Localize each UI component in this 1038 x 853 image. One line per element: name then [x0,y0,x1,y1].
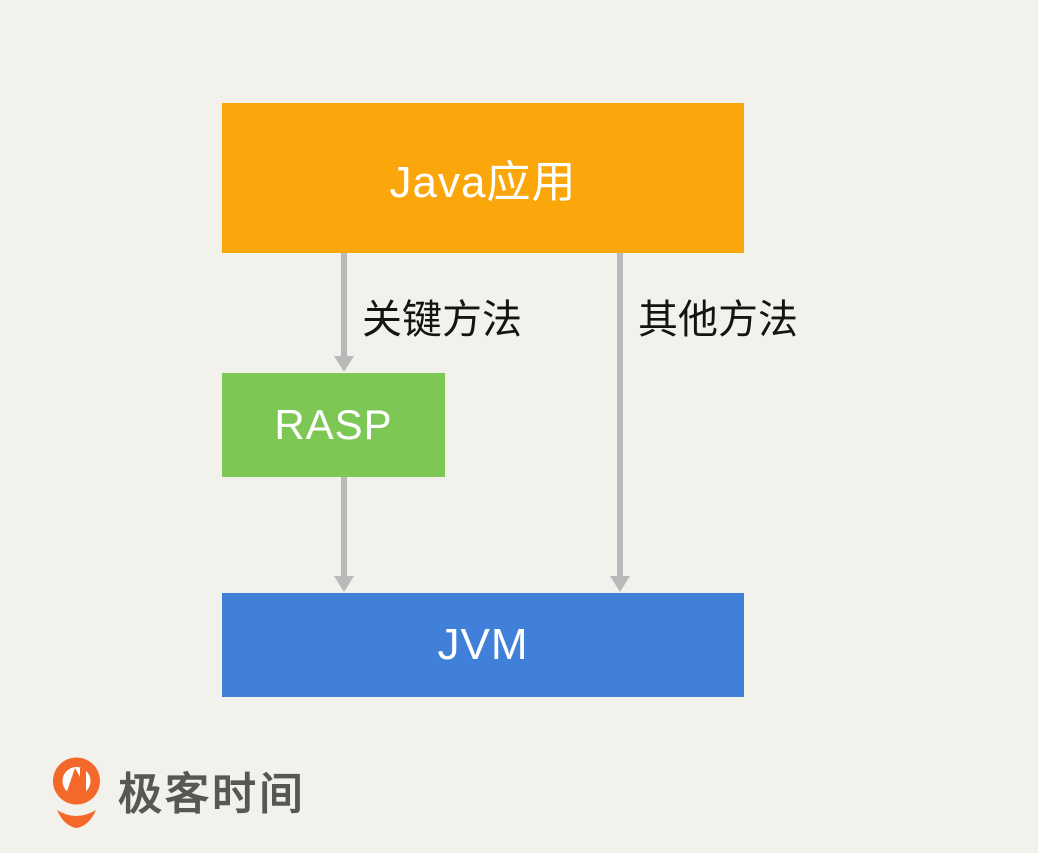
edge-java-to-rasp [334,253,354,372]
geektime-logo: 极客时间 [53,756,306,832]
node-java-app: Java应用 [222,103,744,253]
node-rasp: RASP [222,373,445,477]
node-jvm-label: JVM [437,620,529,669]
edge-java-to-jvm-arrowhead-icon [610,576,630,592]
node-java-app-label: Java应用 [389,158,577,207]
node-jvm: JVM [222,593,744,697]
geektime-logo-icon [53,757,100,828]
edge-rasp-to-jvm-arrowhead-icon [334,576,354,592]
edge-label-key-methods: 关键方法 [362,298,522,342]
edge-rasp-to-jvm [334,477,354,592]
edge-java-to-rasp-arrowhead-icon [334,356,354,372]
geektime-logo-text: 极客时间 [118,770,306,819]
node-rasp-label: RASP [274,401,393,448]
edge-java-to-jvm [610,253,630,592]
edge-label-other-methods: 其他方法 [638,298,798,342]
